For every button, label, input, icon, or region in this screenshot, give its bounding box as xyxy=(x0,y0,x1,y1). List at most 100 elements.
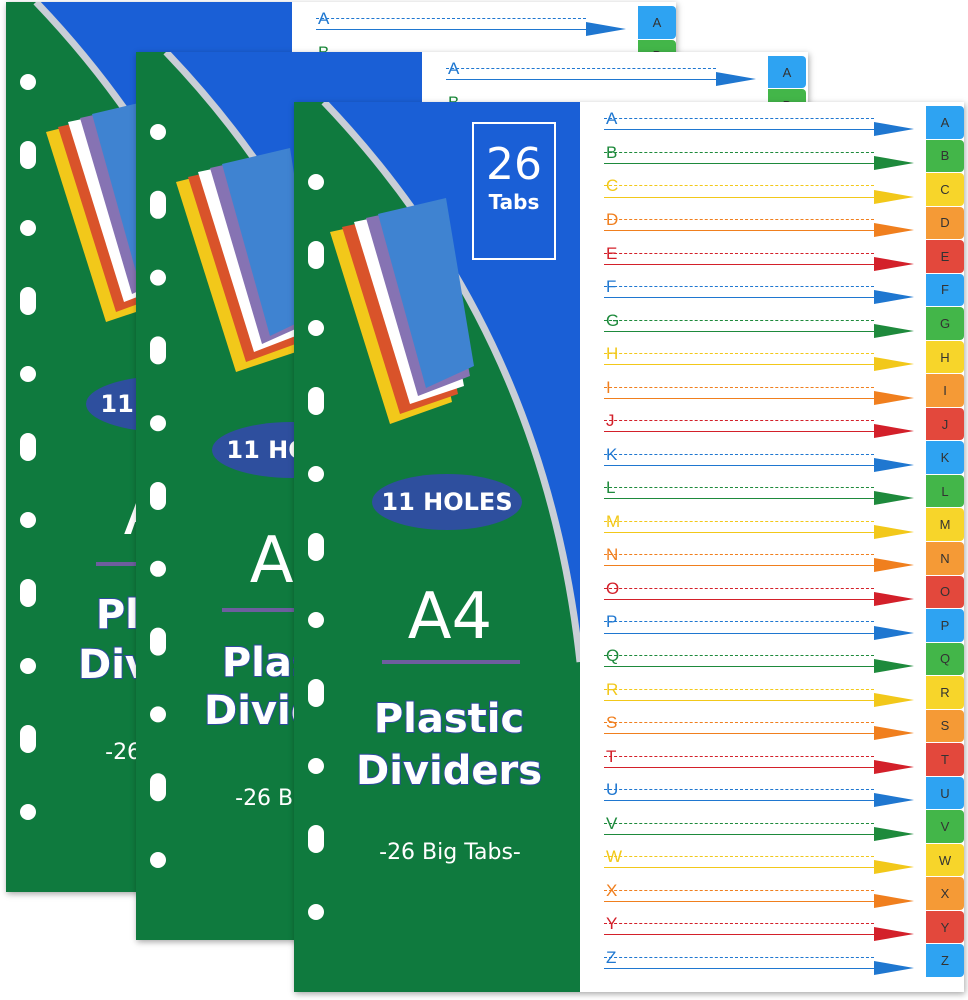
divider-tab-e[interactable]: E xyxy=(926,240,964,273)
divider-tab-j[interactable]: J xyxy=(926,407,964,441)
divider-tab-m[interactable]: M xyxy=(926,508,964,541)
divider-tab-p[interactable]: P xyxy=(926,609,964,642)
pencil-tip-icon xyxy=(874,893,914,908)
divider-tab-r[interactable]: R xyxy=(926,676,964,709)
index-letter: S xyxy=(606,713,618,733)
divider-tab-c[interactable]: C xyxy=(926,173,964,206)
binder-hole xyxy=(308,387,324,415)
index-letter: N xyxy=(606,545,619,565)
binder-hole xyxy=(20,433,36,461)
index-dashed-line xyxy=(604,151,874,153)
tab-count-number: 26 xyxy=(486,139,542,190)
binder-hole xyxy=(308,241,324,269)
divider-tab-n[interactable]: N xyxy=(926,542,964,575)
pencil-tip-icon xyxy=(874,927,914,942)
tab-count-badge: 26 Tabs xyxy=(472,122,556,260)
index-letter: V xyxy=(606,813,618,833)
divider-tab-a[interactable]: A xyxy=(638,6,676,39)
pencil-tip-icon xyxy=(874,323,914,338)
divider-tab-v[interactable]: V xyxy=(926,810,964,843)
index-row-e: E xyxy=(580,244,926,278)
binder-hole xyxy=(20,366,36,382)
divider-tab-u[interactable]: U xyxy=(926,776,964,810)
binder-holes xyxy=(294,102,580,992)
divider-tab-d[interactable]: D xyxy=(926,206,964,240)
binder-hole xyxy=(308,612,324,628)
index-row-v: V xyxy=(580,814,926,848)
binder-hole xyxy=(20,725,36,753)
tab-count-label: Tabs xyxy=(488,190,540,214)
divider-tab-g[interactable]: G xyxy=(926,307,964,340)
index-letter: A xyxy=(606,109,618,129)
index-rule-line xyxy=(604,867,874,869)
index-rule-line xyxy=(604,129,874,131)
index-dashed-line xyxy=(604,587,874,589)
binder-hole xyxy=(308,679,324,707)
pencil-tip-icon xyxy=(874,189,914,204)
divider-tab-w[interactable]: W xyxy=(926,843,964,877)
title-underline xyxy=(382,660,520,664)
index-dashed-line xyxy=(446,68,716,70)
divider-tab-f[interactable]: F xyxy=(926,273,964,307)
index-dashed-line xyxy=(604,487,874,489)
divider-tab-b[interactable]: B xyxy=(926,139,964,173)
index-row-y: Y xyxy=(580,915,926,949)
divider-tab-a[interactable]: A xyxy=(926,106,964,139)
index-dashed-line xyxy=(604,353,874,355)
divider-tab-o[interactable]: O xyxy=(926,575,964,609)
index-dashed-line xyxy=(604,956,874,958)
index-rule-line xyxy=(316,29,586,31)
index-row-f: F xyxy=(580,278,926,312)
index-dashed-line xyxy=(604,923,874,925)
index-letter: B xyxy=(606,142,618,162)
index-letter: L xyxy=(606,478,616,498)
index-rule-line xyxy=(604,666,874,668)
divider-tab-s[interactable]: S xyxy=(926,709,964,743)
index-row-a: A xyxy=(580,110,926,144)
pencil-tip-icon xyxy=(874,726,914,741)
pencil-tip-icon xyxy=(874,256,914,271)
index-row-m: M xyxy=(580,512,926,546)
binder-hole xyxy=(150,190,166,219)
divider-tab-h[interactable]: H xyxy=(926,340,964,374)
index-letter: R xyxy=(606,679,619,699)
product-name-line1: Plastic xyxy=(373,695,525,743)
binder-hole xyxy=(150,627,166,656)
divider-tab-x[interactable]: X xyxy=(926,877,964,910)
pencil-tip-icon xyxy=(874,960,914,975)
divider-tab-l[interactable]: L xyxy=(926,474,964,508)
pencil-tip-icon xyxy=(874,390,914,405)
pencil-tip-icon xyxy=(874,759,914,774)
holes-badge: 11 HOLES xyxy=(372,474,522,530)
pencil-tip-icon xyxy=(874,524,914,539)
divider-tab-y[interactable]: Y xyxy=(926,910,964,944)
index-letter: G xyxy=(606,310,620,330)
divider-tab-q[interactable]: Q xyxy=(926,642,964,676)
product-subtitle: -26 Big Tabs- xyxy=(379,840,521,865)
divider-tab-z[interactable]: Z xyxy=(926,944,964,977)
binder-hole xyxy=(308,758,324,774)
pencil-tip-icon xyxy=(874,558,914,573)
index-row-c: C xyxy=(580,177,926,211)
index-row-r: R xyxy=(580,680,926,714)
index-dashed-line xyxy=(604,688,874,690)
divider-tab-i[interactable]: I xyxy=(926,374,964,407)
divider-tab-t[interactable]: T xyxy=(926,743,964,776)
divider-tab-k[interactable]: K xyxy=(926,441,964,474)
pencil-tip-icon xyxy=(874,793,914,808)
binder-hole xyxy=(150,482,166,510)
index-dashed-line xyxy=(604,621,874,623)
pencil-tip-icon xyxy=(874,122,914,137)
index-rule-line xyxy=(604,565,874,567)
pencil-tip-icon xyxy=(874,290,914,305)
pencil-tip-icon xyxy=(716,72,756,87)
divider-tab-a[interactable]: A xyxy=(768,56,806,89)
binder-hole xyxy=(308,174,324,190)
index-letter: K xyxy=(606,444,618,464)
binder-hole xyxy=(308,320,324,336)
binder-hole xyxy=(150,415,166,432)
binder-hole xyxy=(150,124,166,140)
index-letter: T xyxy=(606,746,617,766)
cover-background xyxy=(294,102,580,992)
index-row-x: X xyxy=(580,881,926,915)
